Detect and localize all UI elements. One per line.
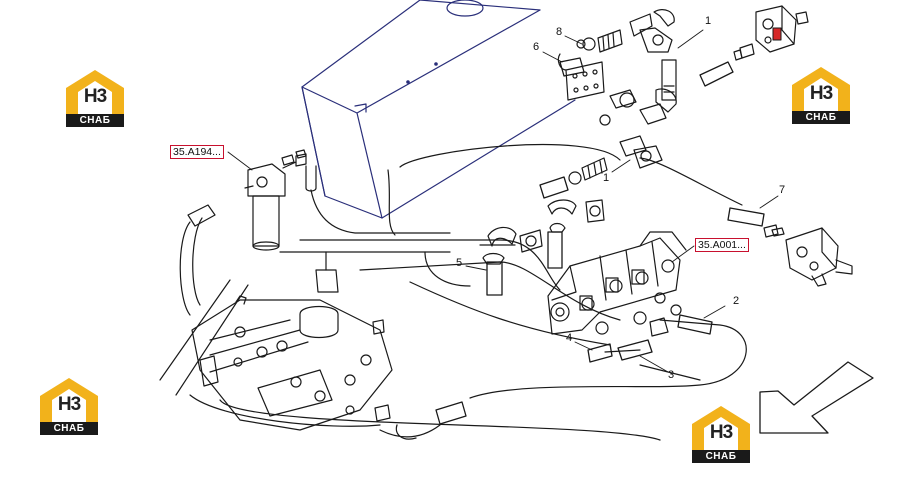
callout-6: 6 (533, 41, 540, 53)
arrow-down-left-icon (759, 361, 874, 434)
mounting-plate (565, 61, 605, 101)
callout-3: 3 (668, 369, 675, 381)
directional-valve-bottom (785, 227, 853, 287)
hydraulic-tank (301, 0, 576, 219)
callout-1-top: 1 (705, 15, 712, 27)
callout-1-mid: 1 (603, 172, 610, 184)
callout-5: 5 (456, 257, 463, 269)
ref-link-pump[interactable]: 35.A001... (695, 238, 749, 252)
callout-4: 4 (566, 332, 573, 344)
callout-7: 7 (779, 184, 786, 196)
gear-pump (547, 231, 687, 335)
logo-letters: H3 (709, 422, 733, 443)
callout-8: 8 (556, 26, 563, 38)
watermark-logo: H3 CHAБ (790, 65, 852, 125)
logo-letters: H3 (83, 86, 107, 107)
hose-lines (159, 143, 747, 441)
valve-red-marker (772, 27, 782, 41)
logo-letters: H3 (57, 394, 81, 415)
leader-lines (227, 29, 779, 373)
logo-house-icon (66, 70, 124, 114)
watermark-logo: H3 CHAБ (64, 68, 126, 128)
callout-2: 2 (733, 295, 740, 307)
logo-house-icon (692, 406, 750, 450)
logo-caption: CHAБ (66, 114, 124, 127)
fittings (281, 9, 785, 422)
watermark-logo: H3 CHAБ (38, 376, 100, 436)
control-valve (191, 251, 393, 431)
watermark-logo: H3 CHAБ (690, 404, 752, 464)
directional-valve-top (755, 5, 809, 53)
logo-caption: CHAБ (40, 422, 98, 435)
ref-link-filter[interactable]: 35.A194... (170, 145, 224, 159)
logo-caption: CHAБ (792, 111, 850, 124)
return-filter (187, 153, 317, 251)
logo-letters: H3 (809, 83, 833, 104)
logo-house-icon (40, 378, 98, 422)
logo-caption: CHAБ (692, 450, 750, 463)
logo-house-icon (792, 67, 850, 111)
